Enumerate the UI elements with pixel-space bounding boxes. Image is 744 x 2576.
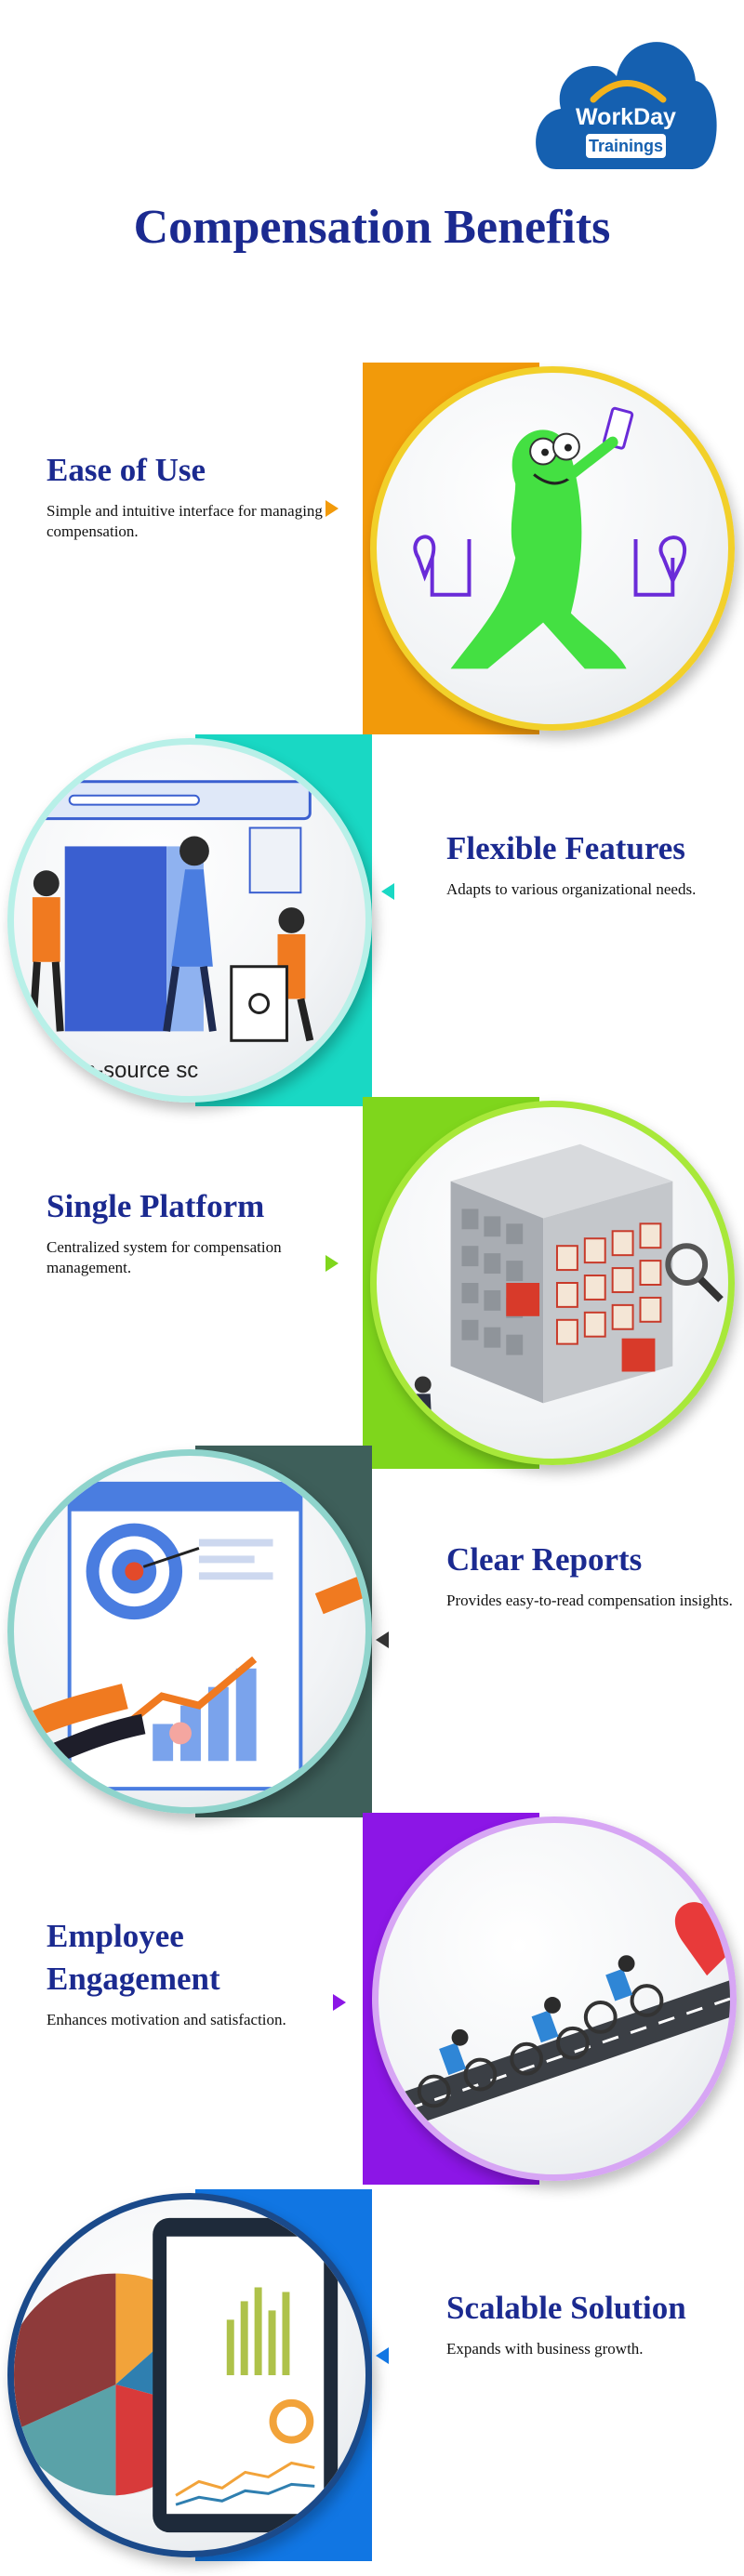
benefit-description: Provides easy-to-read compensation insig… [446, 1592, 733, 1609]
benefit-heading: Single Platform [46, 1188, 265, 1224]
benefit-text: Ease of Use Simple and intuitive interfa… [46, 449, 344, 542]
pointer-arrow [376, 1631, 389, 1648]
benefit-section-clear-reports: Clear Reports Provides easy-to-read comp… [0, 1446, 744, 1817]
benefit-text: Flexible Features Adapts to various orga… [446, 827, 744, 900]
illustration-circle [370, 366, 735, 731]
workday-logo: WorkDay Trainings [528, 11, 724, 188]
pointer-arrow [376, 2347, 389, 2364]
benefit-heading: Flexible Features [446, 830, 685, 866]
benefit-section-flexible-features: Open-source sc Flexible Features Adapts … [0, 734, 744, 1106]
benefit-section-scalable-solution: Scalable Solution Expands with business … [0, 2189, 744, 2561]
benefit-section-employee-engagement: Employee Engagement Enhances motivation … [0, 1813, 744, 2185]
benefit-heading: Clear Reports [446, 1541, 643, 1578]
illustration-circle [370, 1101, 735, 1465]
logo-subtitle: Trainings [589, 137, 663, 155]
benefit-section-ease-of-use: Ease of Use Simple and intuitive interfa… [0, 363, 744, 734]
target-report-icon [14, 1481, 365, 1791]
benefit-heading: Scalable Solution [446, 2290, 686, 2326]
benefit-description: Centralized system for compensation mana… [46, 1238, 282, 1276]
pointer-arrow [326, 500, 339, 517]
illustration-circle [7, 1449, 372, 1814]
benefit-description: Enhances motivation and satisfaction. [46, 2011, 286, 2028]
team-building-icon: Open-source sc [28, 780, 314, 1083]
benefit-text: Clear Reports Provides easy-to-read comp… [446, 1539, 744, 1611]
benefit-text: Employee Engagement Enhances motivation … [46, 1915, 344, 2030]
benefit-text: Single Platform Centralized system for c… [46, 1185, 344, 1278]
benefit-text: Scalable Solution Expands with business … [446, 2287, 744, 2359]
illustration-circle: Open-source sc [7, 738, 372, 1103]
page-title: Compensation Benefits [133, 201, 611, 254]
benefit-heading: Employee Engagement [46, 1918, 220, 1997]
data-server-icon [413, 1143, 724, 1432]
cloud-logo-icon: WorkDay Trainings [536, 42, 717, 170]
mascot-walking-icon [413, 406, 686, 669]
illustration-circle [7, 2193, 372, 2557]
cyclists-heart-icon [379, 1902, 730, 2138]
pointer-arrow [326, 1255, 339, 1272]
pointer-arrow [381, 883, 394, 900]
benefit-description: Adapts to various organizational needs. [446, 880, 697, 898]
benefit-description: Simple and intuitive interface for manag… [46, 502, 323, 540]
benefit-description: Expands with business growth. [446, 2340, 644, 2358]
benefit-section-single-platform: Single Platform Centralized system for c… [0, 1097, 744, 1469]
benefit-heading: Ease of Use [46, 452, 206, 488]
pointer-arrow [333, 1994, 346, 2011]
dashboard-charts-icon [14, 2217, 339, 2533]
illustration-circle [372, 1816, 737, 2181]
logo-name: WorkDay [576, 104, 676, 130]
